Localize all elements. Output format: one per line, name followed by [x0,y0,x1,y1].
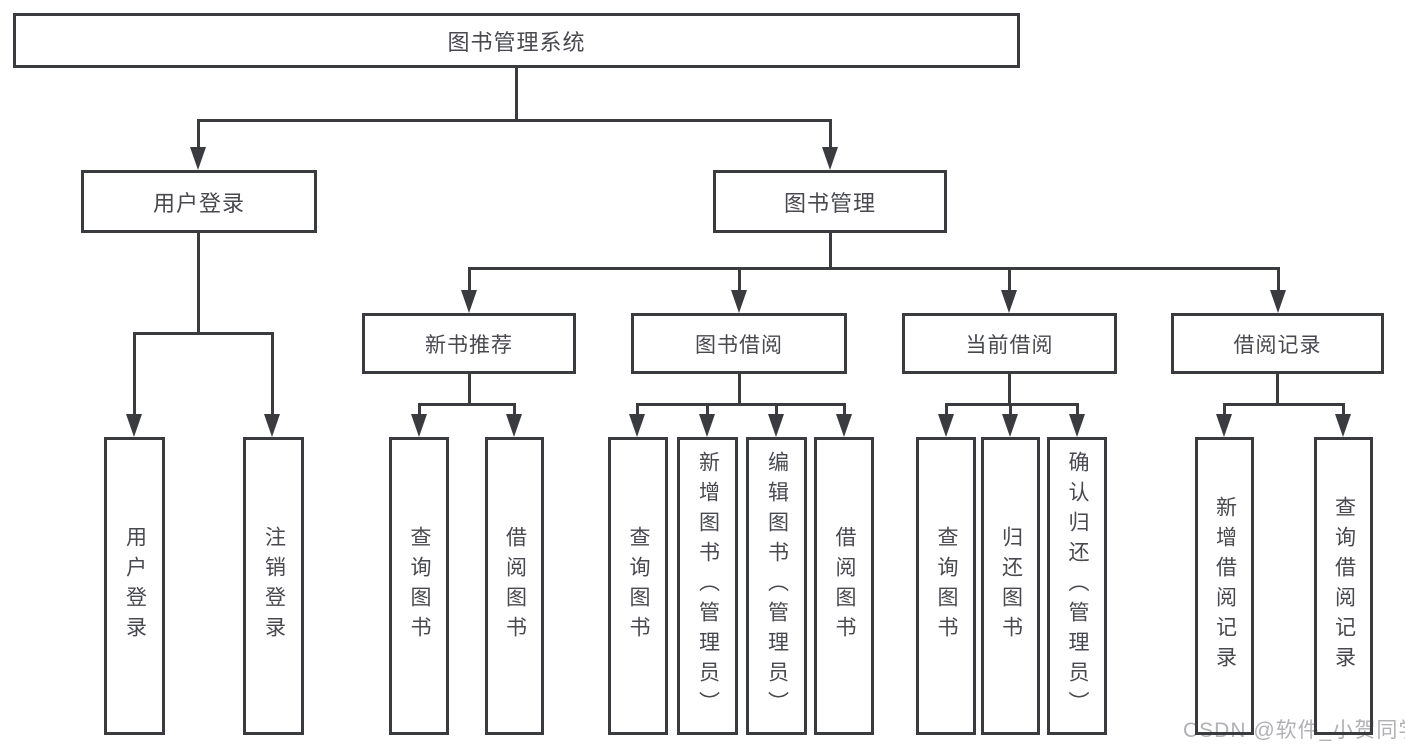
arrow-down-icon [1335,414,1351,437]
arrow-down-icon [836,414,852,437]
connector-records-rail [1223,403,1345,406]
arrow-down-icon [938,414,954,437]
node-user-login: 用户登录 [81,170,317,233]
leaf-borrow-books-recommend: 借阅图书 [485,437,544,735]
connector-current-rail [945,403,1079,406]
leaf-query-borrow-record: 查询借阅记录 [1314,437,1373,735]
leaf-confirm-return-admin: 确认归还（管理员） [1047,437,1107,735]
connector-drop [1277,267,1280,293]
connector-recommend-stem [468,374,471,406]
leaf-query-books-recommend: 查询图书 [389,437,449,735]
arrow-down-icon [1216,414,1232,437]
arrow-down-icon [506,414,522,437]
connector-borrow-rail [636,403,846,406]
connector-current-stem [1008,374,1011,406]
leaf-add-borrow-record: 新增借阅记录 [1195,437,1254,735]
arrow-down-icon [461,290,477,313]
arrow-down-icon [768,414,784,437]
connector-book-mgmt-stem [829,233,832,270]
csdn-watermark: CSDN @软件_小贺同学 [1183,719,1405,742]
leaf-user-login: 用户登录 [104,437,165,735]
arrow-down-icon [699,414,715,437]
connector-recommend-rail [418,403,516,406]
arrow-down-icon [731,290,747,313]
arrow-down-icon [822,147,838,170]
arrow-down-icon [1069,414,1085,437]
connector-user-login-rail [133,332,274,335]
connector-book-mgmt-rail [468,267,1280,270]
arrow-down-icon [1270,290,1286,313]
connector-drop [829,119,832,150]
node-book-management: 图书管理 [713,170,947,233]
arrow-down-icon [126,414,142,437]
arrow-down-icon [411,414,427,437]
arrow-down-icon [629,414,645,437]
node-new-book-recommend: 新书推荐 [362,313,576,374]
arrow-down-icon [1001,290,1017,313]
connector-drop [418,403,421,416]
connector-root-stem [515,68,518,121]
connector-drop [1076,403,1079,416]
connector-drop [738,267,741,293]
leaf-return-books: 归还图书 [981,437,1040,735]
node-current-borrow: 当前借阅 [902,313,1117,374]
connector-drop [775,403,778,416]
leaf-query-books-current: 查询图书 [916,437,976,735]
connector-drop [1008,267,1011,293]
connector-borrow-stem [738,374,741,406]
arrow-down-icon [190,147,206,170]
connector-drop [271,332,274,417]
node-book-borrow: 图书借阅 [631,313,847,374]
connector-records-stem [1276,374,1279,406]
connector-drop [945,403,948,416]
leaf-add-book-admin: 新增图书（管理员） [677,437,738,735]
leaf-borrow-books: 借阅图书 [814,437,874,735]
connector-drop [1223,403,1226,416]
connector-drop [468,267,471,293]
arrow-down-icon [264,414,280,437]
leaf-logout: 注销登录 [243,437,304,735]
leaf-query-books-borrow: 查询图书 [608,437,668,735]
node-borrow-records: 借阅记录 [1171,313,1384,374]
connector-user-login-stem [197,233,200,334]
leaf-edit-book-admin: 编辑图书（管理员） [746,437,807,735]
connector-drop [513,403,516,416]
node-library-management-system: 图书管理系统 [13,13,1020,68]
connector-drop [133,332,136,417]
connector-drop [1009,403,1012,416]
connector-drop [1342,403,1345,416]
connector-drop [197,119,200,150]
connector-root-rail [197,119,832,122]
connector-drop [706,403,709,416]
connector-drop [636,403,639,416]
connector-drop [843,403,846,416]
arrow-down-icon [1002,414,1018,437]
